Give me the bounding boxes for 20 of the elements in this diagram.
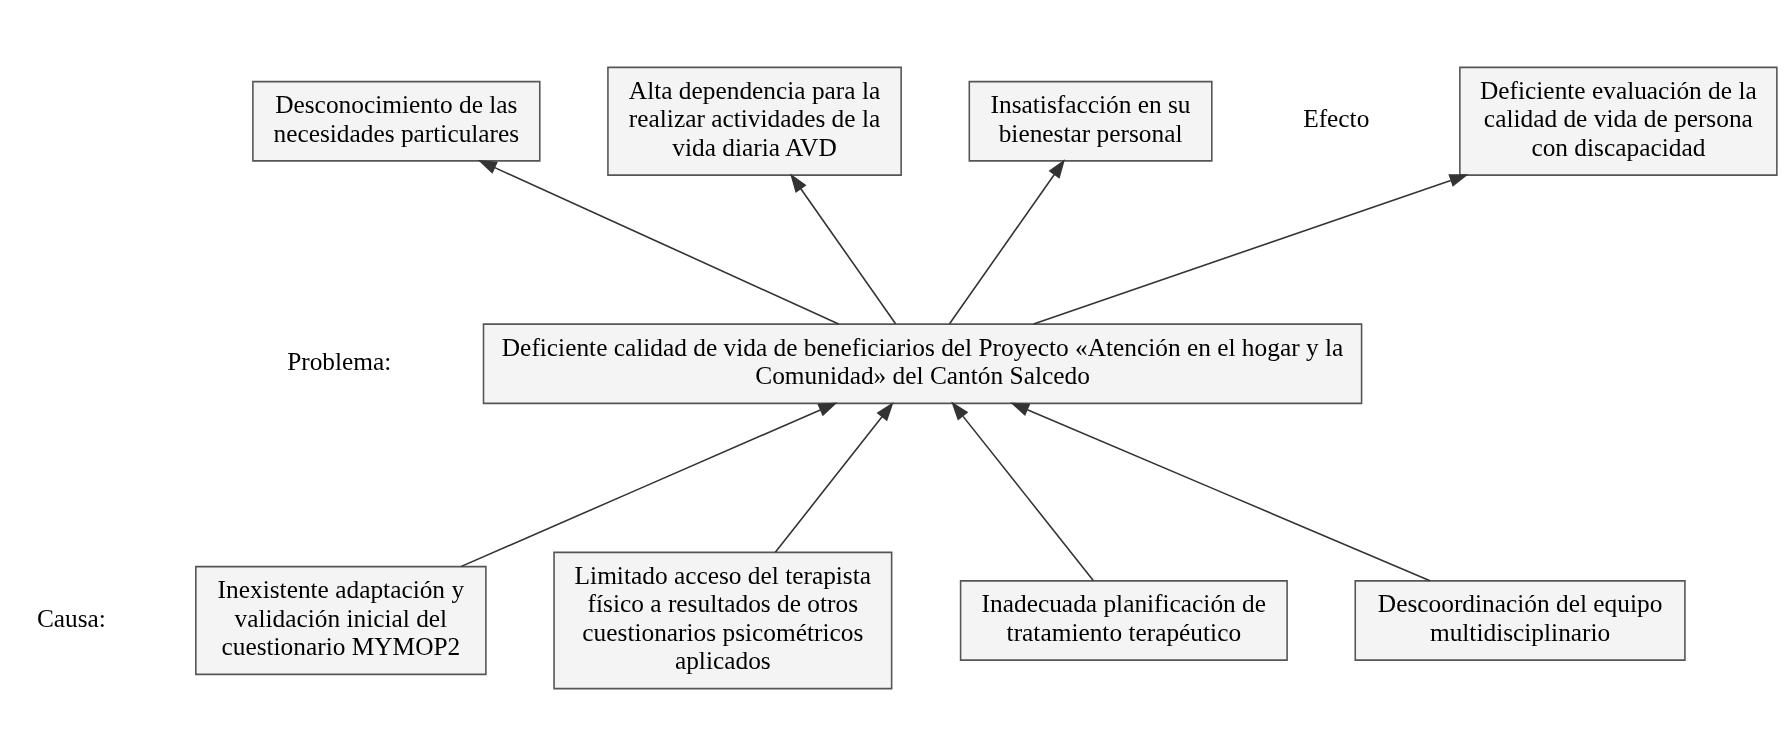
arrow — [460, 401, 838, 567]
node-box: Inadecuada planificación de tratamiento terapéutico — [959, 579, 1288, 661]
node-box: Insatisfacción en su bienestar personal — [968, 80, 1213, 162]
node-box: Deficiente evaluación de la calidad de vida de persona con discapacidad — [1459, 66, 1778, 176]
label: Problema: — [287, 346, 392, 375]
arrow — [477, 159, 840, 325]
node-box: Alta dependencia para la realizar actividades de la vida diaria AVD — [607, 66, 902, 176]
node-box: Limitado acceso del terapista físico a resultados de otros cuestionarios psicométricos aplicados — [553, 551, 893, 689]
arrow — [951, 400, 1095, 581]
label: Efecto — [1303, 103, 1370, 132]
node-box: Inexistente adaptación y validación inicial del cuestionario MYMOP2 — [195, 565, 487, 675]
node-box: Descoordinación del equipo multidisciplinario — [1354, 579, 1686, 661]
arrow — [1010, 402, 1431, 581]
arrow — [774, 401, 894, 553]
arrow — [790, 173, 897, 324]
node-box: Desconocimiento de las necesidades particulares — [252, 80, 541, 162]
arrow — [1032, 173, 1469, 325]
arrow — [948, 158, 1065, 324]
label: Causa: — [36, 603, 106, 632]
node-box: Deficiente calidad de vida de beneficiarios del Proyecto «Atención en el hogar y la Comunidad» del Cantón Salcedo — [482, 322, 1363, 404]
